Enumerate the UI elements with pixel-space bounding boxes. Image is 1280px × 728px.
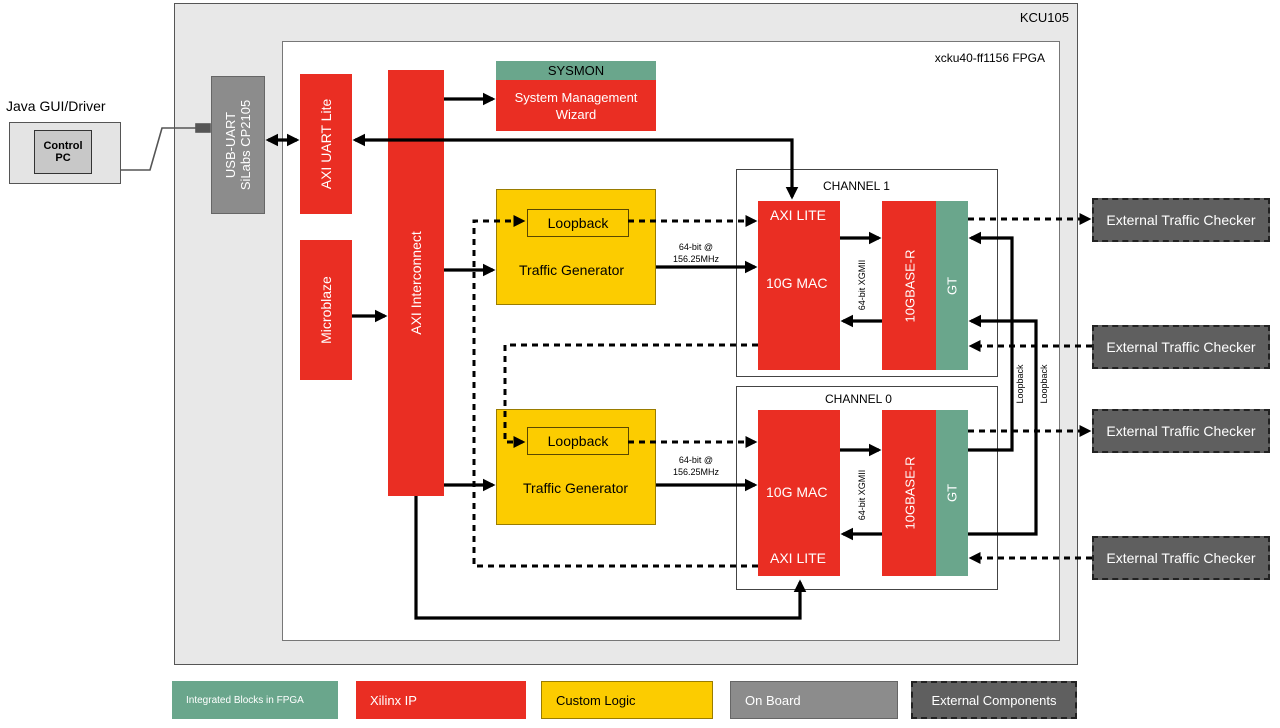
external-traffic-checker-2: External Traffic Checker (1092, 325, 1270, 369)
ch1-return-dotted (503, 343, 758, 448)
channel0-pcs-block: 10GBASE-R (882, 410, 938, 576)
channel1-mac: 10G MAC (766, 275, 828, 291)
channel0-axi-lite: AXI LITE (770, 550, 827, 566)
channel1-traffic-gen-label: Traffic Generator (519, 262, 625, 278)
legend-xilinx-ip: Xilinx IP (356, 681, 526, 719)
usb-uart-block: USB-UART SiLabs CP2105 (211, 76, 265, 214)
microblaze-block: Microblaze (300, 240, 352, 380)
sysmon-line1: System Management (514, 89, 638, 105)
external-traffic-checker-1: External Traffic Checker (1092, 198, 1270, 242)
channel0-bus-label: 64-bit @ 156.25MHz (660, 454, 732, 478)
pc-screen: Control PC (34, 130, 92, 174)
external-traffic-checker-3: External Traffic Checker (1092, 409, 1270, 453)
gt-loopback-a (968, 231, 1014, 452)
sysmon-line2: Wizard (555, 106, 597, 122)
host-cable (121, 127, 196, 171)
channel0-bus-line1: 64-bit @ (678, 455, 714, 465)
usb-plug (195, 123, 211, 133)
channel0-mac: 10G MAC (766, 484, 828, 500)
channel0-mac-block: 10G MAC AXI LITE (758, 410, 840, 576)
pc-screen-line2: PC (55, 152, 71, 164)
channel1-title: CHANNEL 1 (823, 179, 890, 193)
fpga-label: xcku40-ff1156 FPGA (934, 51, 1045, 65)
channel1-mac-block: AXI LITE 10G MAC (758, 201, 840, 370)
channel0-traffic-gen-label: Traffic Generator (523, 480, 629, 496)
axi-uart-lite-block: AXI UART Lite (300, 74, 352, 214)
legend-custom-logic: Custom Logic (541, 681, 713, 719)
channel0-gt-block: GT (936, 410, 968, 576)
legend-external: External Components (911, 681, 1077, 719)
channel1-bus-label: 64-bit @ 156.25MHz (660, 241, 732, 265)
channel1-traffic-generator: Loopback Traffic Generator (496, 189, 656, 305)
system-management-wizard: System Management Wizard (496, 80, 656, 131)
channel0-title: CHANNEL 0 (825, 392, 892, 406)
channel1-gt-block: GT (936, 201, 968, 370)
channel1-axi-lite: AXI LITE (770, 207, 827, 223)
sysmon-block: SYSMON System Management Wizard (496, 61, 656, 131)
external-traffic-checker-4: External Traffic Checker (1092, 536, 1270, 580)
channel1-loopback-box: Loopback (527, 209, 629, 237)
sysmon-header: SYSMON (496, 61, 656, 80)
ch1-axi-link (352, 133, 799, 200)
channel0-bus-line2: 156.25MHz (672, 467, 720, 477)
channel1-pcs-block: 10GBASE-R (882, 201, 938, 370)
board-label: KCU105 (1019, 10, 1069, 25)
channel0-traffic-generator: Loopback Traffic Generator (496, 409, 656, 525)
legend-integrated: Integrated Blocks in FPGA (172, 681, 338, 719)
pc-monitor-icon: Control PC (9, 122, 121, 184)
gt-loopback-b (968, 314, 1038, 536)
host-title: Java GUI/Driver (6, 98, 106, 114)
ch0-axi-link (414, 496, 807, 620)
channel1-bus-line1: 64-bit @ (678, 242, 714, 252)
channel1-bus-line2: 156.25MHz (672, 254, 720, 264)
ch0-return-dotted (472, 215, 758, 568)
pc-screen-line1: Control (43, 140, 83, 152)
legend-on-board: On Board (730, 681, 898, 719)
